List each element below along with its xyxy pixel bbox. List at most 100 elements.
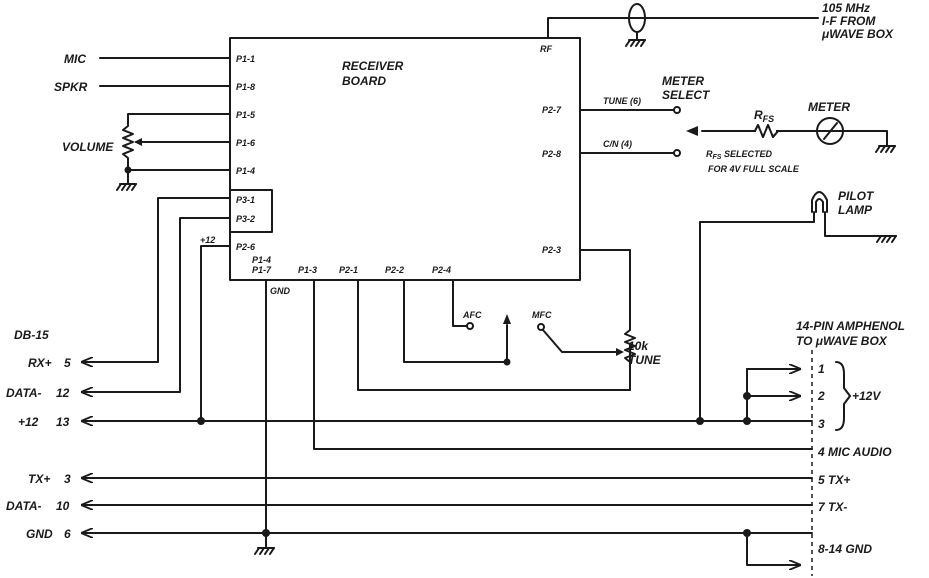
mic-label: MIC — [64, 52, 86, 66]
pin-p2-1: P2-1 — [339, 265, 358, 275]
pilot-lamp-line2: LAMP — [838, 203, 873, 217]
pin-p1-6: P1-6 — [236, 138, 256, 148]
pin-p2-6: P2-6 — [236, 242, 256, 252]
db15-row-rx-pin: 5 — [64, 356, 71, 370]
amphenol-pin1: 1 — [818, 362, 825, 376]
rf-wire — [547, 17, 819, 39]
db15-row-data12-pin: 12 — [56, 386, 70, 400]
mic-audio-wire — [313, 279, 813, 450]
rfs-note-line1: RFS SELECTED — [706, 149, 772, 161]
pin-p3-1: P3-1 — [236, 195, 255, 205]
pin-p1-3: P1-3 — [298, 265, 317, 275]
db15-row-gnd-name: GND — [26, 527, 53, 541]
rfs-note-line2: FOR 4V FULL SCALE — [708, 164, 800, 174]
afc-label: AFC — [462, 310, 482, 320]
data12-wire — [81, 217, 231, 392]
amphenol-pin2: 2 — [817, 389, 825, 403]
junction-switch — [503, 358, 511, 366]
volume-potentiometer — [122, 113, 231, 185]
db15-row-rx-name: RX+ — [28, 356, 52, 370]
junction-amphenol-pin2 — [743, 392, 751, 400]
pin-p2-8: P2-8 — [542, 149, 561, 159]
rfs-label: RFS — [754, 108, 774, 124]
amphenol-title-line2: TO μWAVE BOX — [796, 334, 888, 348]
pin-p2-3: P2-3 — [542, 245, 561, 255]
tune-select-terminal — [673, 106, 681, 114]
pin-p3-2: P3-2 — [236, 214, 255, 224]
mfc-label: MFC — [532, 310, 552, 320]
meter-label: METER — [808, 100, 850, 114]
meter-ground-symbol — [875, 145, 896, 153]
meter-select-line2: SELECT — [662, 88, 711, 102]
pin-p1-5: P1-5 — [236, 110, 256, 120]
plus12-tap-label: +12 — [200, 235, 215, 245]
receiver-board-line1: RECEIVER — [342, 59, 404, 73]
volume-ground-symbol — [116, 183, 137, 191]
cn-select-label: C/N (4) — [603, 139, 632, 149]
volume-label: VOLUME — [62, 140, 114, 154]
amphenol-gnd-lower-wire — [746, 532, 801, 565]
meter-symbol — [816, 117, 844, 145]
tune-select-label: TUNE (6) — [603, 96, 641, 106]
switch-arrow — [503, 314, 511, 324]
db15-title: DB-15 — [14, 328, 49, 342]
junction-amphenol-gnd — [743, 529, 751, 537]
amphenol-12v-brace — [835, 361, 851, 431]
receiver-board-box — [229, 37, 581, 281]
amphenol-pin3: 3 — [818, 417, 825, 431]
spkr-label: SPKR — [54, 80, 88, 94]
meter-select-arrow — [686, 126, 698, 136]
pin-p2-4: P2-4 — [432, 265, 451, 275]
coax-ground-symbol — [625, 39, 646, 47]
db15-row-txplus-pin: 3 — [64, 472, 71, 486]
pin-p1-4-left: P1-4 — [236, 166, 255, 176]
tune-potentiometer — [579, 249, 636, 391]
amphenol-tx-minus: 7 TX- — [818, 500, 847, 514]
meter-select-line1: METER — [662, 74, 704, 88]
mfc-wiper-wire — [542, 329, 618, 353]
tune-wiper-arrow — [616, 348, 624, 356]
pilot-lamp-filament — [815, 198, 824, 213]
meter-wire — [701, 130, 888, 147]
db15-row-plus12-pin: 13 — [56, 415, 70, 429]
pin-p1-8: P1-8 — [236, 82, 255, 92]
pilot-lamp-wire — [699, 211, 889, 422]
pin-p1-1: P1-1 — [236, 54, 255, 64]
junction-pilot-lamp — [696, 417, 704, 425]
db15-row-data10-pin: 10 — [56, 499, 70, 513]
pilot-lamp-line1: PILOT — [838, 189, 875, 203]
p2-1-tune-wire — [357, 279, 631, 391]
p3-subbox — [229, 189, 273, 233]
rf-source-line2: I-F FROM — [822, 14, 876, 28]
plus12-tap-wire — [200, 245, 231, 422]
rf-source-line1: 105 MHz — [822, 1, 870, 15]
db15-row-txplus-name: TX+ — [28, 472, 50, 486]
pilot-lamp-ground-symbol — [876, 235, 897, 243]
amphenol-mic-audio: 4 MIC AUDIO — [817, 445, 892, 459]
db15-row-data12-name: DATA- — [6, 386, 42, 400]
pilot-lamp-bulb — [811, 191, 828, 213]
rfs-resistor-zigzag — [754, 124, 779, 138]
cn-select-terminal — [673, 149, 681, 157]
junction-volume-gnd — [124, 166, 132, 174]
junction-amphenol-pin3 — [743, 417, 751, 425]
board-ground-symbol — [254, 547, 275, 555]
db15-row-gnd-pin: 6 — [64, 527, 71, 541]
pin-p1-7: P1-7 — [252, 265, 272, 275]
pin-p1-4-bottom: P1-4 — [252, 255, 271, 265]
afc-wire — [452, 279, 467, 327]
afc-terminal — [466, 322, 474, 330]
rf-pin-label: RF — [540, 44, 552, 54]
rf-source-line3: μWAVE BOX — [821, 27, 894, 41]
volume-wiper-arrow — [134, 138, 142, 146]
pin-p2-2: P2-2 — [385, 265, 404, 275]
amphenol-tx-plus: 5 TX+ — [818, 473, 850, 487]
db15-row-plus12-name: +12 — [18, 415, 39, 429]
mfc-terminal — [537, 323, 545, 331]
amphenol-gnd: 8-14 GND — [818, 542, 872, 556]
rx-plus-wire — [81, 197, 231, 362]
tune-pot-label: TUNE — [628, 353, 662, 367]
amphenol-plus12v: +12V — [852, 389, 881, 403]
